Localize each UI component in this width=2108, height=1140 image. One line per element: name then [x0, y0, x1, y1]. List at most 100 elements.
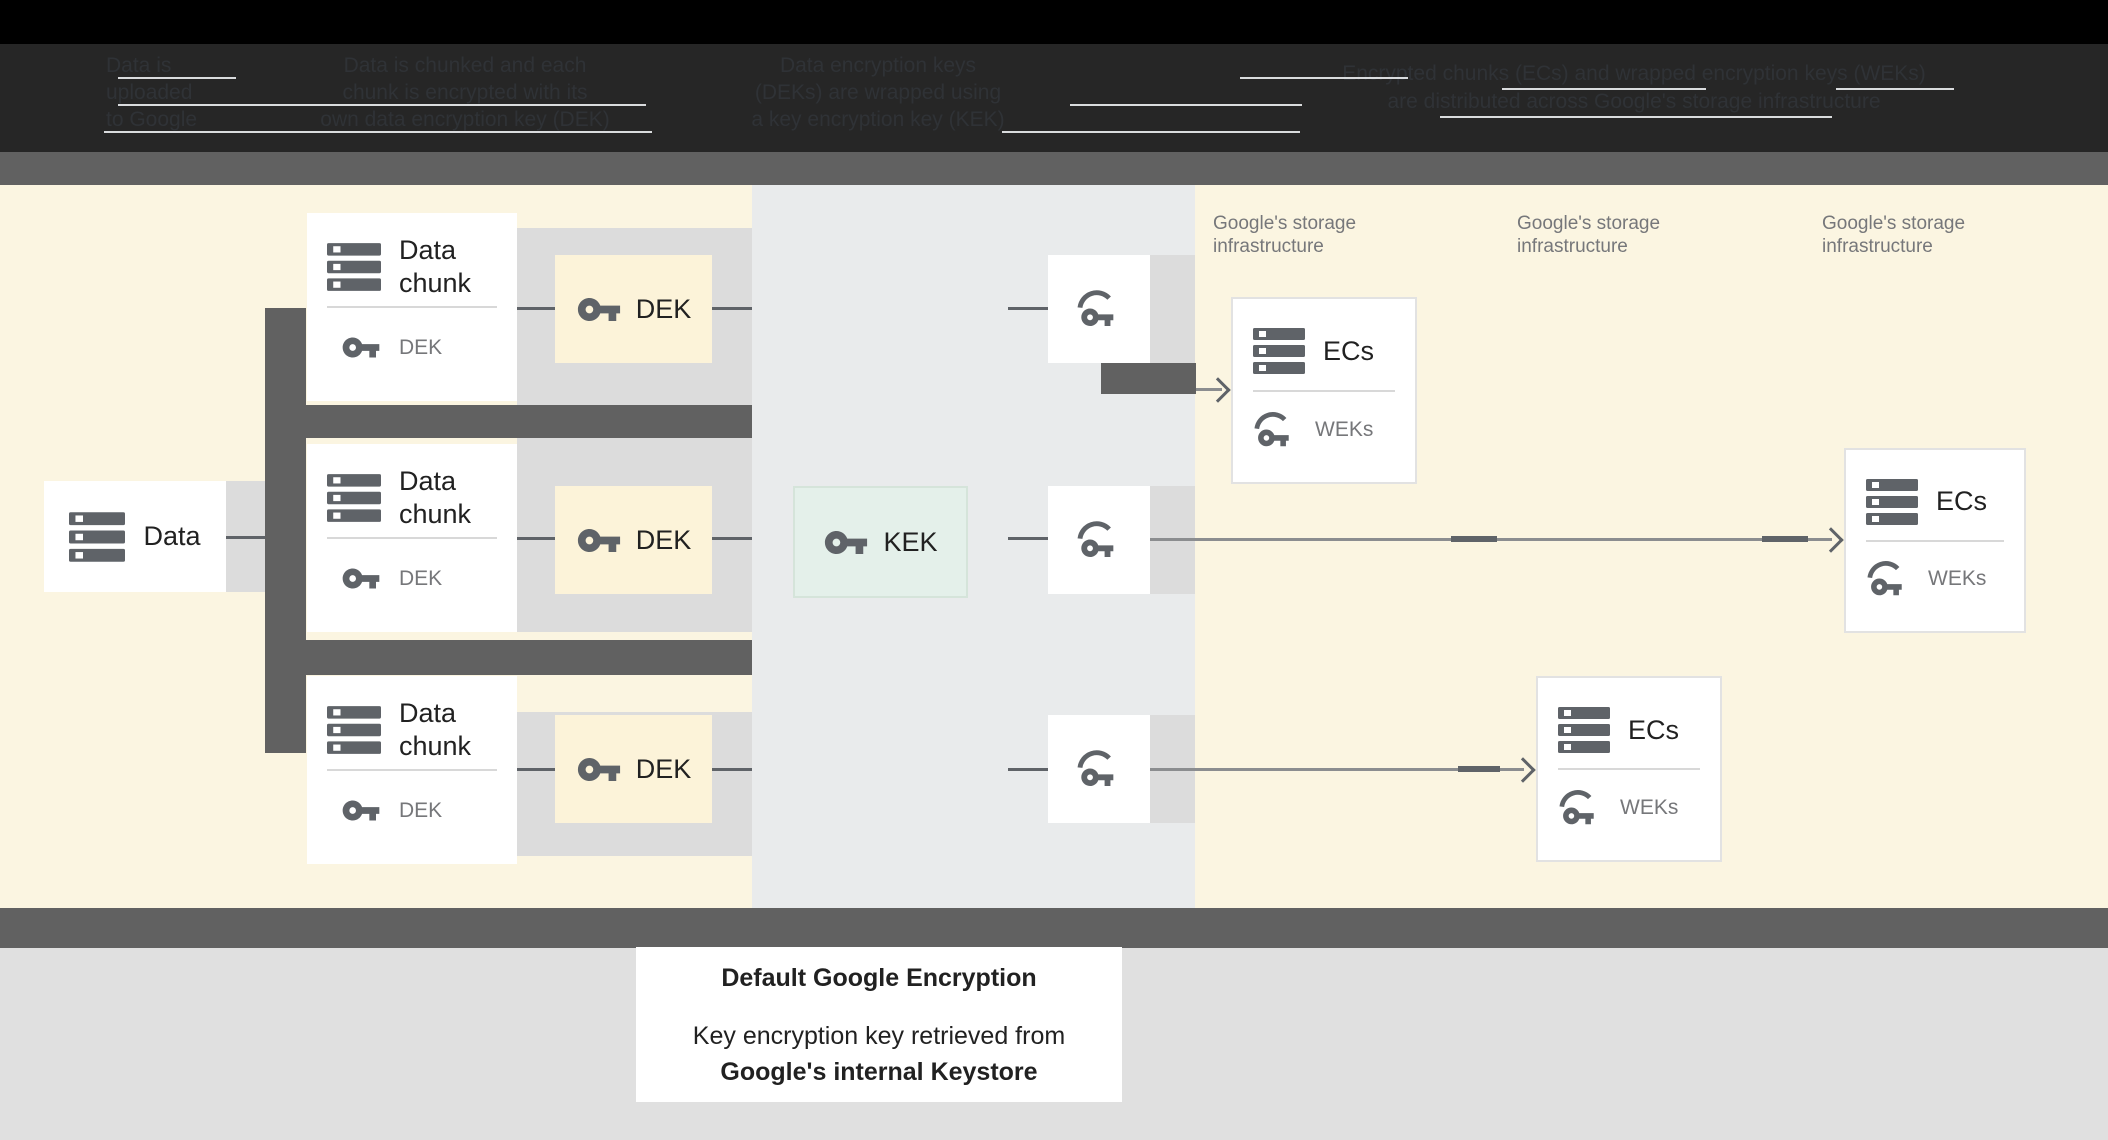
- ecs-label: ECs: [1628, 714, 1680, 745]
- fanout-horizontal-bar: [265, 640, 752, 675]
- ecs-card: ECs WEKs: [1231, 297, 1417, 484]
- storage-icon: [327, 474, 381, 522]
- connector-line: [712, 537, 752, 540]
- connector-line: [1008, 768, 1048, 771]
- card-divider: [1558, 768, 1700, 770]
- header-column-distribution: Encrypted chunks (ECs) and wrapped encry…: [1320, 60, 1948, 116]
- header-underline: [1440, 116, 1832, 118]
- key-track: [1150, 255, 1195, 363]
- wrapped-key-box: [1048, 255, 1150, 363]
- header-line: are distributed across Google's storage …: [1387, 90, 1881, 113]
- wrapped-key-box: [1048, 486, 1150, 594]
- header-column-wrapping: Data encryption keys (DEKs) are wrapped …: [732, 52, 1024, 133]
- dek-box: DEK: [555, 715, 712, 823]
- arrow-line: [1150, 768, 1524, 771]
- wrapped-key-icon: [1076, 288, 1122, 330]
- header-line: Data is chunked and each: [343, 54, 587, 77]
- dek-sub-label: DEK: [399, 798, 443, 822]
- key-icon: [576, 294, 622, 325]
- header-line: chunk is encrypted with its: [342, 81, 588, 104]
- storage-icon: [69, 512, 125, 562]
- arrow-line-segment: [1451, 536, 1497, 542]
- data-chunk-card: Data chunk DEK: [307, 444, 517, 632]
- storage-icon: [1253, 328, 1305, 374]
- key-icon: [341, 334, 381, 361]
- wrapped-key-icon: [1076, 748, 1122, 790]
- header-underline: [118, 104, 646, 106]
- header-underline: [1502, 88, 1706, 90]
- wrapped-key-box: [1048, 715, 1150, 823]
- kek-label: KEK: [883, 526, 938, 557]
- wrapped-key-icon: [1866, 559, 1910, 599]
- card-divider: [327, 537, 497, 539]
- card-divider: [327, 306, 497, 308]
- connector-line: [1008, 537, 1048, 540]
- key-icon: [576, 525, 622, 556]
- storage-icon: [327, 243, 381, 291]
- header-underline: [118, 77, 236, 79]
- data-chunk-card: Data chunk DEK: [307, 676, 517, 864]
- key-icon: [823, 527, 869, 558]
- wrapped-key-icon: [1253, 410, 1297, 450]
- weks-label: WEKs: [1928, 567, 1987, 591]
- dek-sub-label: DEK: [399, 335, 443, 359]
- ecs-card: ECs WEKs: [1536, 676, 1722, 862]
- storage-infrastructure-label: Google's storage infrastructure: [1517, 213, 1661, 257]
- connector-line: [712, 307, 752, 310]
- header-line: (DEKs) are wrapped using: [754, 81, 1002, 104]
- dek-label: DEK: [635, 293, 692, 324]
- bottom-section-divider-bar: [0, 908, 2108, 948]
- header-line: to Google: [106, 108, 198, 131]
- key-icon: [576, 754, 622, 785]
- data-chunk-label: Data chunk: [399, 235, 472, 298]
- header-underline: [1836, 88, 1954, 90]
- arrow-line-segment: [1458, 766, 1500, 772]
- dek-label: DEK: [635, 524, 692, 555]
- connector-line: [517, 307, 555, 310]
- data-chunk-label: Data chunk: [399, 466, 472, 529]
- ecs-card: ECs WEKs: [1844, 448, 2026, 633]
- wrapped-key-icon: [1558, 788, 1602, 828]
- connector-line: [517, 537, 555, 540]
- connector-line: [1008, 307, 1048, 310]
- kek-box: KEK: [793, 486, 968, 598]
- fanout-vertical-bar: [265, 308, 306, 753]
- weks-label: WEKs: [1315, 417, 1374, 441]
- card-divider: [1866, 539, 2004, 542]
- header-underline: [1002, 131, 1300, 133]
- arrow-line-segment: [1762, 536, 1808, 542]
- footer-line: Google's internal Keystore: [720, 1057, 1038, 1086]
- header-line: own data encryption key (DEK): [320, 108, 610, 131]
- header-line: Data is: [106, 54, 172, 77]
- dek-box: DEK: [555, 255, 712, 363]
- header-line: uploaded: [106, 81, 193, 104]
- header-column-chunking: Data is chunked and each chunk is encryp…: [272, 52, 658, 133]
- footer-line: Key encryption key retrieved from: [692, 1021, 1066, 1050]
- header-underline: [1070, 104, 1302, 106]
- header-line: Data encryption keys: [779, 54, 977, 77]
- dek-box: DEK: [555, 486, 712, 594]
- header-column-upload: Data is uploaded to Google: [106, 52, 276, 133]
- storage-icon: [1558, 707, 1610, 753]
- wrapped-key-icon: [1076, 519, 1122, 561]
- ecs-label: ECs: [1323, 335, 1375, 366]
- key-icon: [341, 565, 381, 592]
- footer-title: Default Google Encryption: [721, 963, 1037, 992]
- fanout-horizontal-bar: [265, 405, 752, 438]
- card-divider: [327, 769, 497, 771]
- arrow-thick-bar: [1101, 363, 1196, 394]
- data-chunk-label: Data chunk: [399, 698, 472, 761]
- connector-line: [226, 536, 268, 539]
- top-section-divider-bar: [0, 152, 2108, 185]
- data-box: Data: [44, 481, 226, 592]
- weks-label: WEKs: [1620, 796, 1679, 819]
- data-label: Data: [143, 521, 201, 551]
- connector-line: [517, 768, 555, 771]
- key-icon: [341, 797, 381, 824]
- header-underline: [104, 131, 652, 133]
- storage-icon: [327, 706, 381, 754]
- storage-infrastructure-label: Google's storage infrastructure: [1213, 213, 1357, 257]
- connector-line: [712, 768, 752, 771]
- storage-icon: [1866, 479, 1918, 525]
